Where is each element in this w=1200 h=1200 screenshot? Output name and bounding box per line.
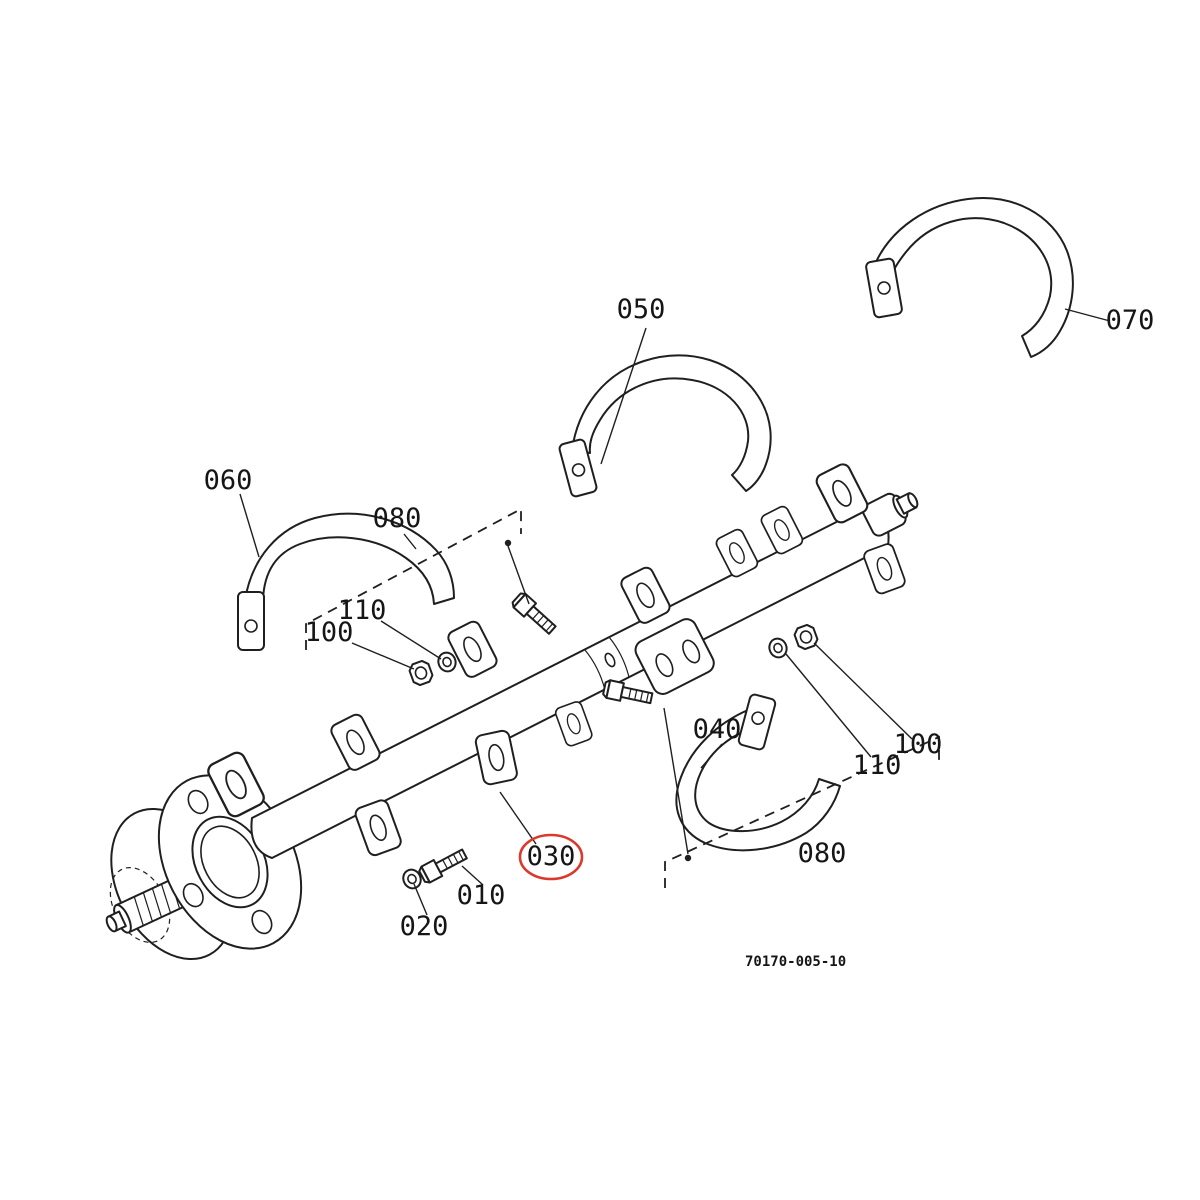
- axis-dot-lower: [684, 854, 692, 862]
- leader-020: [413, 883, 428, 916]
- tine-blade-040: [675, 693, 841, 852]
- leader-010: [461, 865, 484, 886]
- callout-020: 020: [400, 911, 449, 942]
- leader-040: [700, 743, 723, 769]
- callout-070: 070: [1106, 305, 1155, 336]
- callout-010: 010: [457, 880, 506, 911]
- rotor-shaft-tube: [250, 505, 890, 859]
- shaft-end-stub: [861, 492, 919, 537]
- callout-050: 050: [617, 294, 666, 325]
- callout-100-right: 100: [894, 729, 943, 760]
- mounting-lug: [553, 699, 595, 749]
- nut-100-right: [791, 622, 821, 652]
- axis-leader-upper: [507, 545, 530, 605]
- callout-110-right: 110: [853, 750, 902, 781]
- nut-100-left: [406, 658, 436, 688]
- callout-080-upper: 080: [373, 503, 422, 534]
- leader-030: [499, 791, 537, 845]
- tine-blade-060: [237, 512, 455, 651]
- assembly-axis-lower: [664, 735, 940, 888]
- leader-100-left: [351, 642, 415, 670]
- leader-050: [600, 327, 647, 465]
- callout-080-lower: 080: [798, 838, 847, 869]
- callout-100-left: 100: [305, 617, 354, 648]
- clevis-bracket: [634, 618, 715, 695]
- axis-dot-upper: [504, 539, 512, 547]
- leader-070: [1064, 308, 1111, 322]
- leader-060: [239, 493, 260, 558]
- leader-110-left: [380, 620, 442, 660]
- bolt-clevis: [601, 678, 655, 709]
- bolt-010: [416, 844, 470, 886]
- drawing-number: 70170-005-10: [745, 954, 846, 970]
- tine-blade-050: [558, 354, 772, 498]
- mounting-lug: [352, 797, 404, 859]
- callout-040: 040: [693, 714, 742, 745]
- washer-110-right: [765, 635, 791, 661]
- leader-100-right: [813, 642, 913, 740]
- flange-assembly: [105, 774, 303, 961]
- bolt-holder-upper: [509, 590, 560, 638]
- mounting-lug: [861, 541, 908, 597]
- callout-030: 030: [527, 841, 576, 872]
- mounting-lug: [473, 728, 520, 787]
- tine-blade-070: [865, 197, 1074, 358]
- callout-060: 060: [204, 465, 253, 496]
- leader-110-right: [785, 653, 872, 758]
- leader-080-upper: [403, 533, 417, 550]
- highlight-circle-030: [518, 833, 584, 881]
- callout-110-left: 110: [338, 595, 387, 626]
- shaft-weld-joint: [608, 636, 630, 678]
- axis-leader-lower: [663, 707, 689, 855]
- shaft-hole: [604, 652, 616, 668]
- holder-lug-loose: [444, 618, 500, 681]
